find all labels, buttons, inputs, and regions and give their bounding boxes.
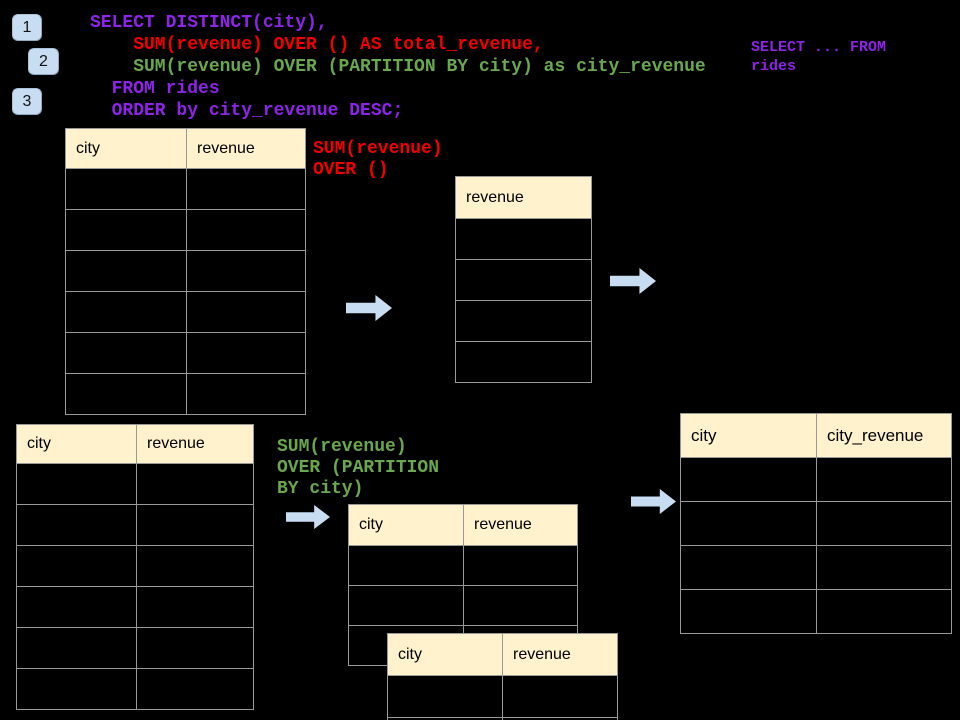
table-cell [455,300,592,342]
table-cell [387,675,503,718]
table-cell [348,545,464,586]
column-header-revenue: revenue [186,128,306,169]
table-cell [136,463,254,505]
table-row [455,218,592,260]
table-cell [186,209,306,251]
column-header-city: city [16,424,137,464]
table-cell [16,545,137,587]
step-badge-1: 1 [12,14,42,41]
table-total-revenue: revenue [455,176,592,383]
sql-line-from: FROM rides [90,79,220,99]
table-row [455,300,592,342]
table-cell [186,291,306,333]
table-cell [186,332,306,374]
flow-arrow-partition-to-result [631,489,676,514]
table-cell [16,668,137,710]
table-cell [186,168,306,210]
table-row [16,504,254,546]
table-row [16,586,254,628]
table-cell [65,291,187,333]
table-row [65,168,306,210]
annotation-partition-revenue: SUM(revenue) OVER (PARTITION BY city) [277,437,440,499]
table-cell [348,585,464,626]
column-header-city-revenue: city_revenue [816,413,952,458]
table-source-partition: city revenue [16,424,254,710]
table-row [65,250,306,292]
sql-code-block: SELECT DISTINCT(city), SUM(revenue) OVER… [90,12,706,122]
table-row [65,373,306,415]
table-cell [65,209,187,251]
table-row [65,291,306,333]
table-cell [680,501,817,546]
table-row [16,668,254,710]
flow-arrow-source-to-total [346,295,392,321]
table-cell [186,373,306,415]
table-row [387,675,618,718]
table-row [455,341,592,383]
table-partition-b: city revenue [387,633,618,720]
table-cell [65,168,187,210]
table-cell [65,373,187,415]
table-cell [463,545,578,586]
table-row [16,545,254,587]
sql-line-total-revenue: SUM(revenue) OVER () AS total_revenue, [90,35,544,55]
table-row [65,209,306,251]
column-header-revenue: revenue [455,176,592,219]
table-cell [816,501,952,546]
table-row [680,545,952,590]
sql-side-note: SELECT ... FROM rides [751,39,887,75]
table-cell [16,627,137,669]
step-badge-2: 2 [28,48,59,75]
column-header-city: city [680,413,817,458]
table-cell [680,545,817,590]
table-cell [186,250,306,292]
table-cell [816,589,952,634]
table-result-city-revenue: city city_revenue [680,413,952,634]
table-row [680,457,952,502]
table-row [680,501,952,546]
annotation-total-revenue: SUM(revenue) OVER () [313,139,443,180]
table-cell [65,250,187,292]
table-row [348,545,578,586]
sql-line-select: SELECT DISTINCT(city), [90,13,328,33]
table-cell [502,717,618,720]
table-row [65,332,306,374]
column-header-city: city [387,633,503,676]
table-cell [136,586,254,628]
sql-line-city-revenue: SUM(revenue) OVER (PARTITION BY city) as… [90,57,706,77]
column-header-city: city [348,504,464,546]
table-row [455,259,592,301]
table-cell [16,504,137,546]
table-cell [680,589,817,634]
table-cell [680,457,817,502]
table-cell [455,259,592,301]
table-row [680,589,952,634]
table-cell [455,218,592,260]
table-row [16,627,254,669]
table-cell [455,341,592,383]
table-row [348,585,578,626]
table-cell [136,668,254,710]
column-header-revenue: revenue [136,424,254,464]
flow-arrow-total-out [610,268,656,294]
column-header-revenue: revenue [502,633,618,676]
table-source-full: city revenue [65,128,306,415]
table-cell [502,675,618,718]
column-header-city: city [65,128,187,169]
table-cell [16,463,137,505]
table-cell [16,586,137,628]
sql-line-order-by: ORDER by city_revenue DESC; [90,101,404,121]
table-cell [136,504,254,546]
table-cell [463,585,578,626]
table-row [387,717,618,720]
flow-arrow-source-to-partition [286,505,330,529]
table-cell [136,627,254,669]
step-badge-3: 3 [12,88,42,115]
table-cell [816,457,952,502]
table-cell [136,545,254,587]
column-header-revenue: revenue [463,504,578,546]
table-row [16,463,254,505]
table-cell [816,545,952,590]
table-cell [65,332,187,374]
